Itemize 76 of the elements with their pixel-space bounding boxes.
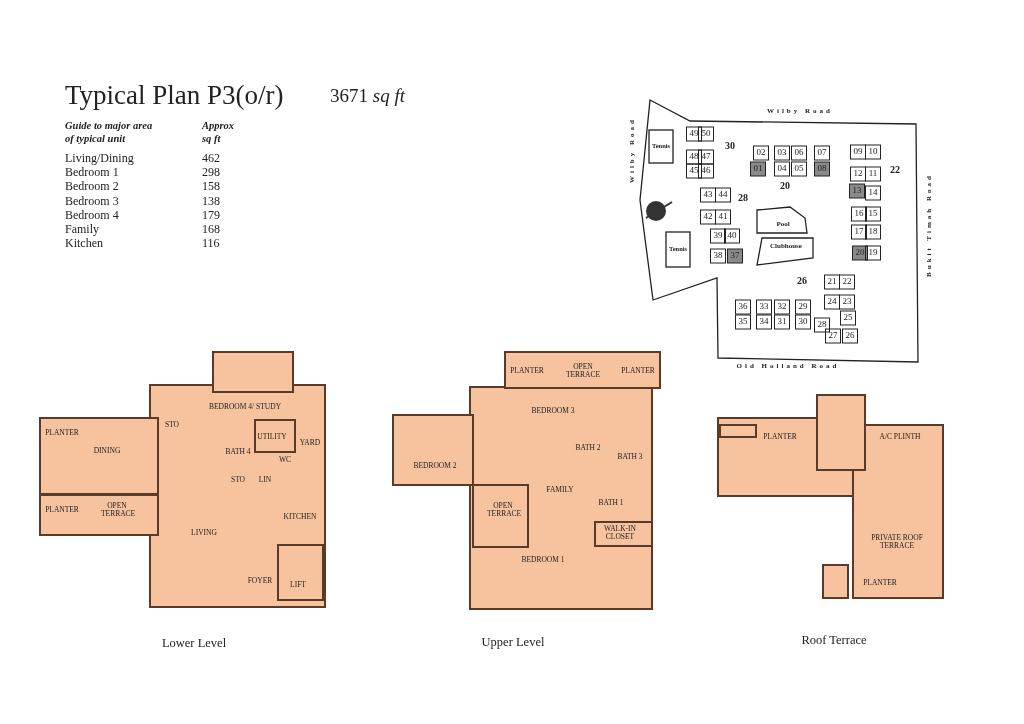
unit-number: 40 — [727, 231, 737, 241]
unit-number: 32 — [777, 302, 787, 312]
unit-number: 31 — [777, 317, 787, 327]
level-caption: Roof Terrace — [801, 634, 867, 648]
unit-number: 01 — [753, 164, 763, 174]
block-number: 30 — [725, 140, 735, 152]
block-number: 20 — [780, 180, 790, 192]
table-cell: 158 — [202, 178, 220, 194]
unit-number: 09 — [853, 147, 863, 157]
unit-number: 45 — [689, 166, 699, 176]
unit-number: 16 — [854, 209, 864, 219]
table-cell: 462 — [202, 150, 220, 166]
table-cell: 179 — [202, 207, 220, 223]
level-caption: Upper Level — [481, 636, 545, 650]
table-cell: Bedroom 3 — [65, 193, 119, 209]
unit-number: 38 — [713, 251, 723, 261]
unit-number: 33 — [759, 302, 769, 312]
unit-number: 04 — [777, 164, 787, 174]
table-cell: 138 — [202, 193, 220, 209]
table-cell: 168 — [202, 221, 220, 237]
unit-number: 30 — [798, 317, 808, 327]
unit-number: 46 — [701, 166, 711, 176]
level-caption: Lower Level — [161, 637, 227, 651]
unit-number: 03 — [777, 148, 787, 158]
unit-number: 10 — [868, 147, 878, 157]
unit-number: 26 — [845, 331, 855, 341]
table-header: Approx sq ft — [202, 119, 236, 146]
unit-number: 12 — [853, 169, 863, 179]
unit-number: 14 — [868, 188, 878, 198]
table-header: Guide to major area of typical unit — [65, 119, 154, 146]
unit-number: 13 — [852, 186, 862, 196]
table-cell: 116 — [202, 235, 220, 251]
unit-number: 39 — [713, 231, 723, 241]
unit-number: 36 — [738, 302, 748, 312]
unit-number: 34 — [759, 317, 769, 327]
unit-number: 11 — [868, 169, 878, 179]
unit-number: 28 — [817, 320, 827, 330]
table-cell: Family — [65, 221, 99, 237]
block-number: 28 — [738, 192, 748, 204]
block-number: 22 — [890, 164, 900, 176]
area-label: 3671 sq ft — [330, 85, 405, 107]
block-number: 26 — [797, 275, 807, 287]
unit-number: 21 — [827, 277, 837, 287]
unit-number: 37 — [730, 251, 740, 261]
unit-number: 05 — [794, 164, 804, 174]
unit-number: 07 — [817, 148, 827, 158]
unit-number: 15 — [868, 209, 878, 219]
unit-number: 19 — [868, 248, 878, 258]
unit-number: 24 — [827, 297, 837, 307]
table-cell: Bedroom 1 — [65, 164, 119, 180]
unit-number: 22 — [842, 277, 852, 287]
unit-number: 49 — [689, 129, 699, 139]
table-cell: Bedroom 4 — [65, 207, 119, 223]
unit-number: 44 — [718, 190, 728, 200]
unit-number: 48 — [689, 152, 699, 162]
unit-number: 47 — [701, 152, 711, 162]
unit-number: 27 — [828, 331, 838, 341]
unit-number: 43 — [703, 190, 713, 200]
plan-title: Typical Plan P3(o/r) — [65, 79, 284, 111]
table-cell: 298 — [202, 164, 220, 180]
unit-number: 50 — [701, 129, 711, 139]
table-cell: Living/Dining — [65, 150, 134, 166]
unit-number: 29 — [798, 302, 808, 312]
unit-number: 08 — [817, 164, 827, 174]
unit-number: 20 — [855, 248, 865, 258]
unit-number: 06 — [794, 148, 804, 158]
unit-number: 42 — [703, 212, 713, 222]
unit-number: 18 — [868, 227, 878, 237]
table-cell: Kitchen — [65, 235, 103, 251]
unit-number: 23 — [842, 297, 852, 307]
table-cell: Bedroom 2 — [65, 178, 119, 194]
unit-number: 35 — [738, 317, 748, 327]
unit-number: 17 — [854, 227, 864, 237]
unit-number: 02 — [756, 148, 766, 158]
unit-number: 25 — [843, 313, 853, 323]
unit-number: 41 — [718, 212, 728, 222]
